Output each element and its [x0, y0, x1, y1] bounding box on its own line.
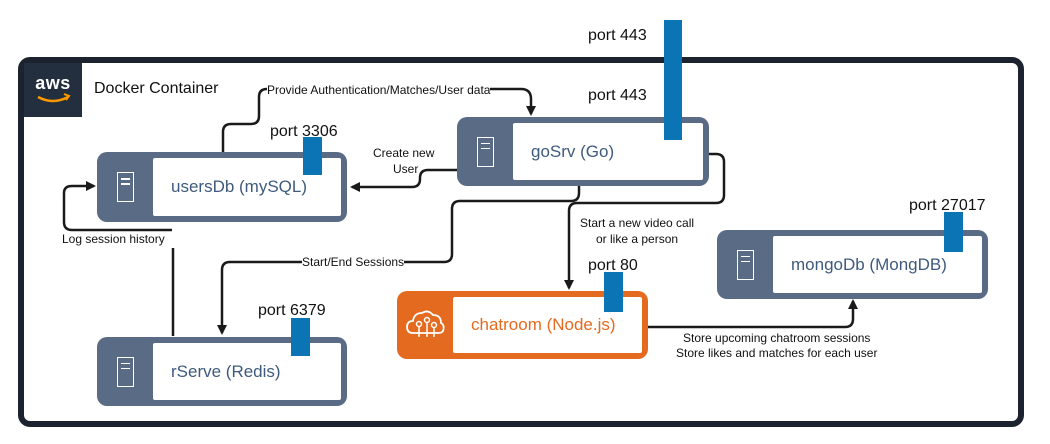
edge-video-call [564, 152, 726, 290]
server-icon [477, 136, 494, 167]
gosrv-port-label: port 443 [588, 87, 647, 104]
cloud-tree-icon [406, 310, 445, 337]
aws-logo-text: aws [35, 73, 71, 93]
mongodb-port-label: port 27017 [909, 197, 986, 214]
docker-container [18, 57, 1024, 427]
chatroom-label: chatroom (Node.js) [453, 297, 642, 353]
mongodb-port-bar [944, 212, 963, 252]
edge-sessions [217, 186, 581, 335]
server-icon [117, 172, 134, 202]
rserve-port-bar [291, 318, 310, 356]
chatroom-port-label: port 80 [588, 257, 638, 274]
server-icon [117, 356, 134, 387]
edge-create-user [350, 168, 458, 192]
mongodb-node[interactable]: mongoDb (MongDB) [717, 230, 988, 299]
external-port-bar [664, 20, 682, 140]
edge-label-video-1: Start a new video call [580, 216, 695, 230]
container-label: Docker Container [94, 80, 219, 97]
edge-label-create-user-1: Create new [373, 146, 435, 160]
usersdb-port-label: port 3306 [270, 123, 338, 140]
aws-logo: aws [24, 63, 82, 117]
edge-label-video-2: or like a person [596, 232, 679, 246]
edge-label-sessions: Start/End Sessions [302, 255, 405, 269]
rserve-label: rServe (Redis) [153, 343, 341, 400]
edge-label-auth: Provide Authentication/Matches/User data [267, 83, 491, 97]
edge-label-store-2: Store likes and matches for each user [676, 346, 878, 360]
edge-log-history-2 [62, 181, 172, 232]
aws-smile-icon [37, 93, 71, 103]
rserve-port-label: port 6379 [258, 302, 326, 319]
server-icon [737, 249, 754, 280]
usersdb-port-bar [303, 137, 322, 175]
edge-auth [221, 87, 536, 152]
edge-label-log-history: Log session history [62, 232, 165, 246]
edge-label-store-1: Store upcoming chatroom sessions [683, 331, 871, 345]
edge-store [648, 299, 858, 329]
chatroom-port-bar [604, 272, 623, 312]
edge-label-create-user-2: User [393, 162, 419, 176]
external-port-label: port 443 [588, 27, 647, 44]
